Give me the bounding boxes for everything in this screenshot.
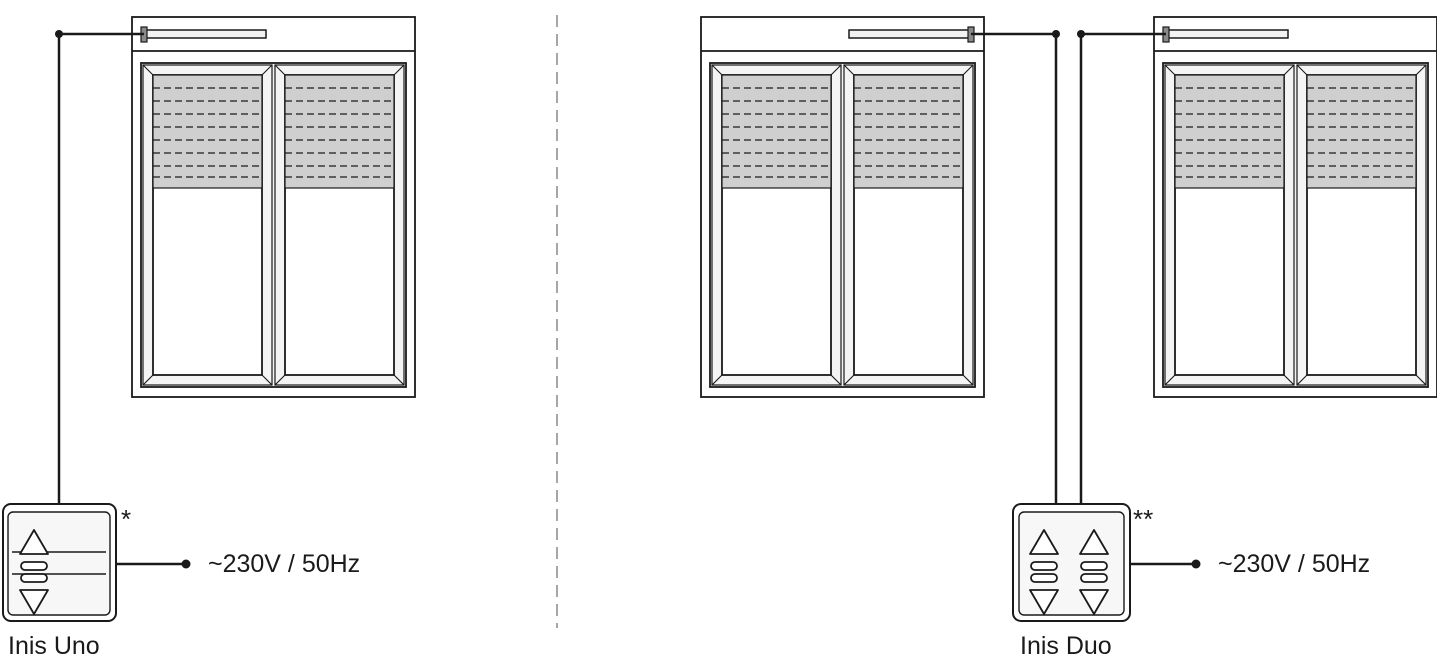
motor-tube-left	[141, 29, 267, 39]
wire-node-left	[55, 30, 63, 38]
motor-tube-right-2	[1163, 29, 1289, 39]
window-right-2	[1153, 16, 1437, 398]
device-name-right: Inis Duo	[1020, 632, 1112, 660]
window-right-1	[700, 16, 985, 398]
switch-inis-duo	[1012, 503, 1131, 622]
footnote-marker-right: **	[1133, 504, 1154, 534]
wire-node-right-2	[1077, 30, 1085, 38]
power-node-left	[181, 559, 191, 569]
window-left	[131, 16, 416, 398]
switch-inis-uno	[2, 503, 117, 622]
supply-label-right: ~230V / 50Hz	[1218, 550, 1371, 578]
wire-node-right-1	[1052, 30, 1060, 38]
footnote-marker-left: *	[121, 504, 132, 534]
supply-label-left: ~230V / 50Hz	[208, 550, 361, 578]
motor-tube-right-1	[848, 29, 974, 39]
power-node-right	[1191, 559, 1201, 569]
device-name-left: Inis Uno	[8, 632, 100, 660]
